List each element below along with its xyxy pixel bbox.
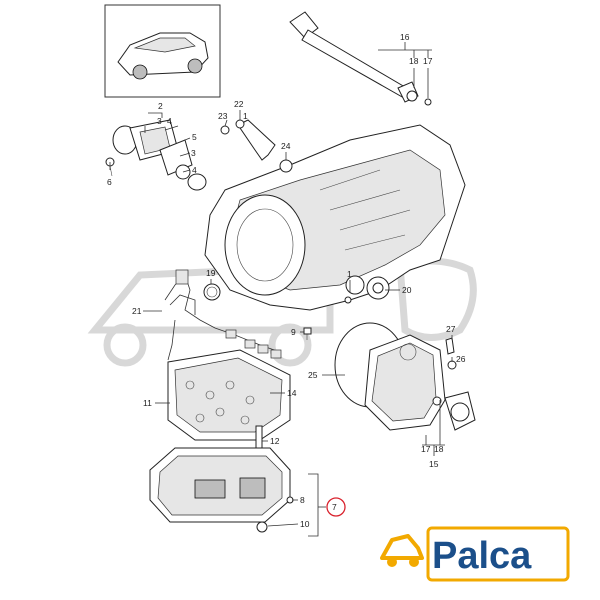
bolt-9 [303,327,312,340]
final-drive-housing [364,334,476,431]
vehicle-thumbnail [104,4,221,98]
label-25: 25 [308,370,318,380]
oil-pan [149,447,294,533]
seal-20 [372,282,384,294]
bolt-26-27 [445,337,457,370]
label-14: 14 [287,388,297,398]
transmission-housing [204,124,466,311]
label-19: 19 [206,268,216,278]
leader-lines [109,42,453,537]
label-4: 4 [167,116,172,126]
valve-body [167,349,291,441]
label-10: 10 [300,519,310,529]
label-23: 23 [218,111,228,121]
label-5: 5 [192,132,197,142]
label-20: 20 [402,285,412,295]
label-18: 18 [409,56,419,66]
bracket [220,119,293,173]
label-17: 17 [423,56,433,66]
label-9: 9 [291,327,296,337]
label-3: 3 [157,116,162,126]
label-1b: 1 [347,269,352,279]
drive-shaft [289,11,432,106]
bolt-12 [255,425,263,451]
label-26: 26 [456,354,466,364]
label-18b: 18 [434,444,444,454]
label-16: 16 [400,32,410,42]
wiring-harness [164,269,282,361]
highlight-circle [326,497,346,517]
label-7: 7 [332,502,337,512]
label-27: 27 [446,324,456,334]
label-2: 2 [158,101,163,111]
label-21: 21 [132,306,142,316]
label-15: 15 [429,459,439,469]
label-22: 22 [234,99,244,109]
label-6: 6 [107,177,112,187]
logo-text: Palca [432,535,532,577]
label-11: 11 [143,398,152,408]
part-labels: 2 3 4 3 5 4 6 22 23 1 24 16 18 17 19 1 2… [107,32,466,529]
label-4b: 4 [192,165,197,175]
palca-logo: Palca [380,526,570,582]
label-12: 12 [270,436,280,446]
label-24: 24 [281,141,291,151]
label-1: 1 [243,111,248,121]
seal-19 [203,283,221,301]
label-17b: 17 [421,444,431,454]
pump-assembly [105,119,207,191]
label-8: 8 [300,495,305,505]
label-3b: 3 [191,148,196,158]
